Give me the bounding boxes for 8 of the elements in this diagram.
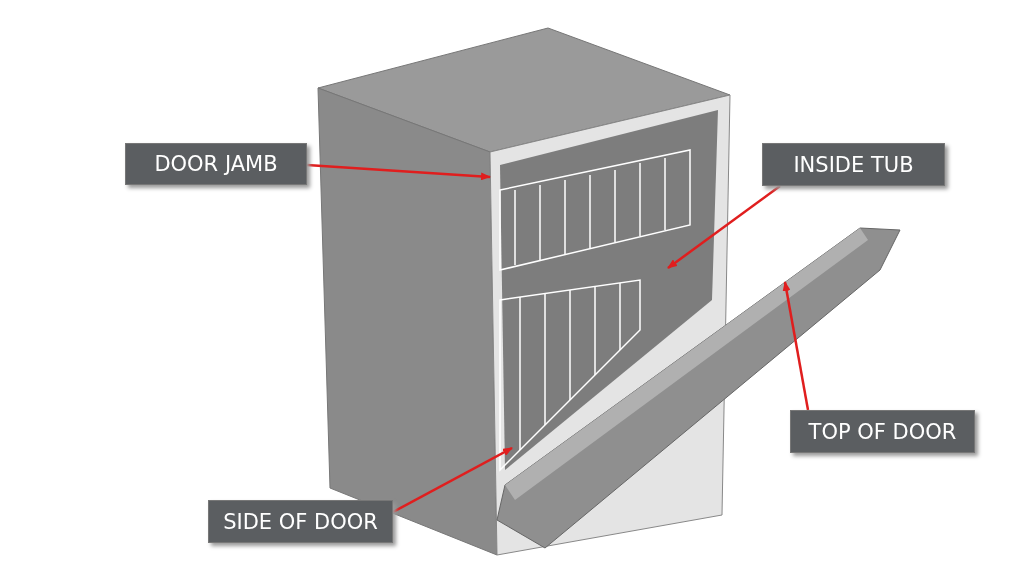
callout-label: TOP OF DOOR: [790, 410, 975, 453]
leader-line: [782, 281, 810, 411]
callout-label: INSIDE TUB: [762, 143, 945, 186]
leader-line: [392, 446, 513, 514]
leader-line: [306, 163, 491, 181]
callout-label: SIDE OF DOOR: [208, 500, 393, 543]
leader-line: [667, 185, 781, 269]
callout-label: DOOR JAMB: [125, 143, 307, 185]
